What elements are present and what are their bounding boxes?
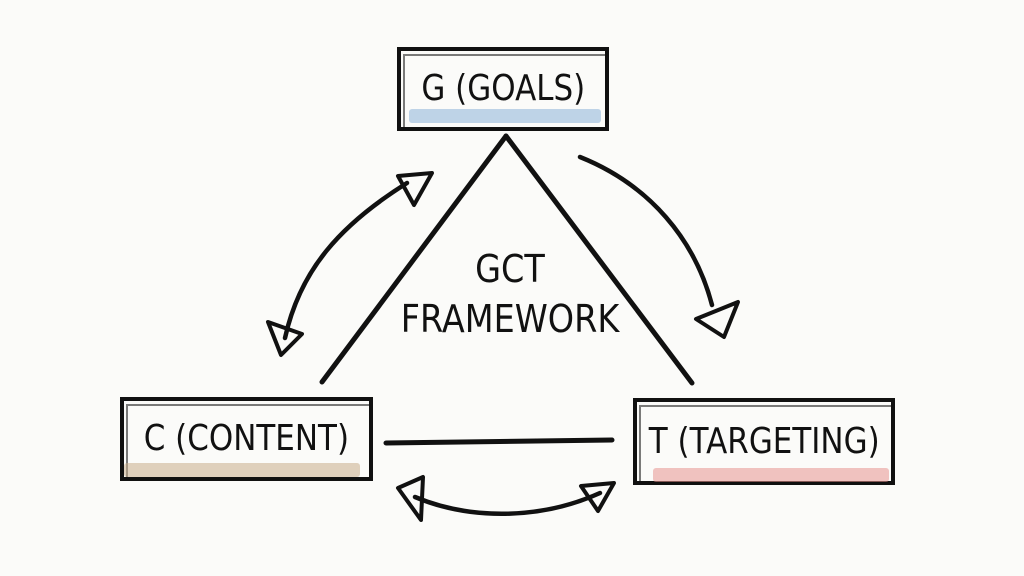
arrowhead-up-left [396, 171, 434, 207]
center-title-line-2: FRAMEWORK [400, 297, 620, 341]
targeting-label: T (TARGETING) [648, 420, 880, 462]
arrow-goals-to-content-curve [282, 180, 410, 341]
targeting-node: T (TARGETING) [633, 398, 895, 485]
arrow-goals-to-targeting-curve [577, 154, 715, 308]
content-node: C (CONTENT) [120, 397, 373, 481]
center-title-line-1: GCT [475, 247, 545, 291]
triangle-left-edge [319, 133, 509, 385]
goals-highlight [409, 109, 601, 123]
arrowhead-down-right-bottom [579, 481, 616, 513]
goals-node: G (GOALS) [397, 47, 609, 131]
targeting-highlight [653, 468, 889, 482]
content-label: C (CONTENT) [143, 418, 350, 459]
triangle-bottom-edge [383, 437, 615, 446]
arrow-targeting-to-content-curve [412, 490, 603, 516]
arrowhead-left-bottom [396, 475, 425, 522]
arrowhead-down-left [266, 320, 304, 357]
content-highlight [124, 463, 360, 477]
arrowhead-down-right [694, 300, 740, 339]
goals-label: G (GOALS) [421, 68, 585, 109]
triangle-right-edge [503, 133, 695, 386]
